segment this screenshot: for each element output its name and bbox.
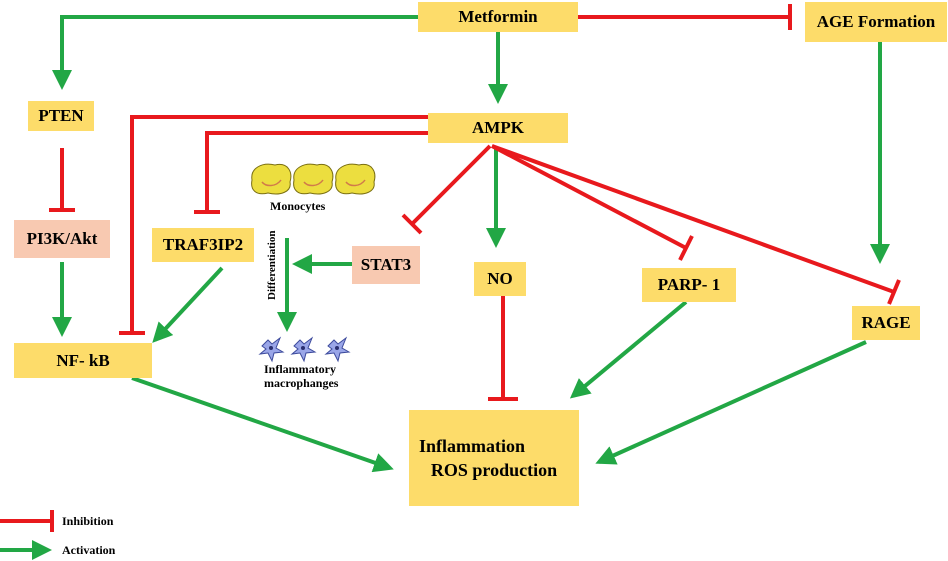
macrophage-cell (290, 336, 317, 363)
edge-metformin-pten (52, 15, 418, 90)
macrophages-label: Inflammatory macrophanges (264, 362, 338, 390)
macrophage-cells (258, 336, 351, 363)
node-no: NO (474, 262, 526, 296)
edge-ampk-stat3 (401, 144, 492, 235)
macrophage-cell (324, 336, 351, 363)
monocyte-cell (293, 163, 334, 195)
edge-ampk-parp1 (491, 144, 694, 261)
legend-activation-label: Activation (62, 543, 116, 557)
node-rage: RAGE (852, 306, 920, 340)
edge-ampk-rage (491, 144, 901, 305)
edge-metformin-age (578, 4, 792, 30)
edge-traf3ip2-nfkb (152, 266, 224, 343)
edge-ampk-nfkb (119, 115, 428, 335)
node-pten: PTEN (28, 101, 94, 131)
node-nf-kb: NF- kB (14, 343, 152, 378)
node-metformin: Metformin (418, 2, 578, 32)
edge-pten-pi3k (49, 148, 75, 212)
edge-rage-inflammation (595, 340, 867, 465)
ros-production-label: ROS production (430, 460, 558, 480)
legend-inhibition-symbol (0, 510, 54, 532)
legend-inhibition-label: Inhibition (62, 514, 114, 528)
monocyte-cells (251, 163, 376, 195)
edge-no-inflammation (488, 296, 518, 401)
macrophages-label-line2: macrophanges (264, 376, 339, 390)
inflammation-label: Inflammation (419, 436, 526, 456)
macrophage-cell (258, 336, 285, 363)
differentiation-label: Differentiation (266, 230, 278, 300)
edge-parp1-inflammation (569, 300, 688, 399)
node-inflammation-ros: Inflammation ROS production (409, 410, 579, 506)
edge-ampk-traf3ip2 (194, 131, 428, 214)
node-pi3k-akt: PI3K/Akt (14, 220, 110, 258)
node-parp1: PARP- 1 (642, 268, 736, 302)
node-ampk: AMPK (428, 113, 568, 143)
macrophages-label-line1: Inflammatory (264, 362, 336, 376)
node-traf3ip2: TRAF3IP2 (152, 228, 254, 262)
node-stat3: STAT3 (352, 246, 420, 284)
monocyte-cell (335, 163, 376, 195)
edge-nfkb-inflammation (131, 376, 394, 473)
monocyte-cell (251, 163, 292, 195)
node-age-formation: AGE Formation (805, 2, 947, 42)
monocytes-label: Monocytes (270, 199, 326, 213)
